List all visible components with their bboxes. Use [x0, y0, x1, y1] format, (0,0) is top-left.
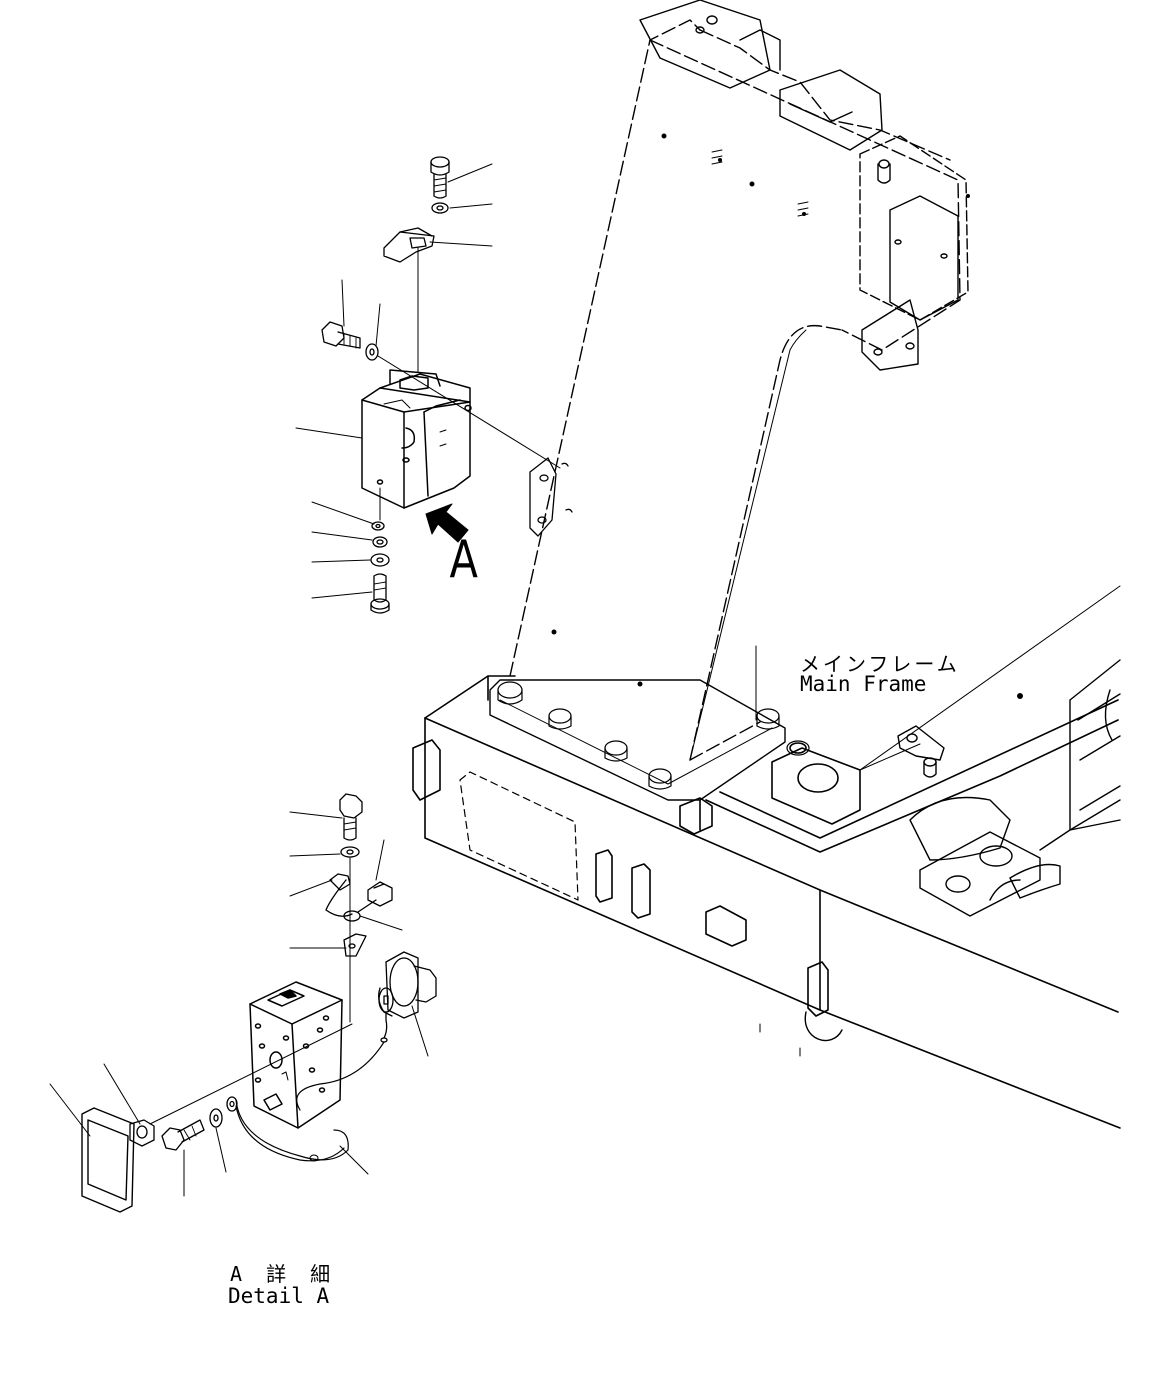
upper-clamp: [383, 227, 435, 263]
column-marks: [711, 149, 809, 217]
lower-nut: [372, 536, 388, 548]
upper-mount-line: [377, 355, 561, 469]
platform-bolts: [497, 681, 810, 790]
lower-washer-1: [371, 521, 385, 531]
detail-washer: [340, 846, 360, 858]
detail-mount-line: [149, 1023, 353, 1125]
view-arrow: [425, 503, 469, 543]
detail-bolt-2: [161, 1119, 205, 1151]
detail-controller-box: [249, 981, 343, 1129]
upper-washer-left: [365, 343, 379, 361]
detail-wire-2: [235, 1105, 345, 1162]
main-frame-label-jp: メインフレーム: [800, 652, 960, 676]
detail-bolt: [339, 793, 363, 841]
upper-bolt-left: [321, 321, 361, 349]
support-column: [509, 19, 961, 761]
detail-harness: [325, 873, 393, 922]
detail-switch: [378, 951, 437, 1043]
detail-leaders: [49, 811, 429, 1197]
upper-washer-top: [431, 202, 449, 214]
upper-bolt-top: [430, 156, 450, 199]
column-mount-bracket: [529, 457, 573, 537]
detail-cap: [129, 1119, 155, 1147]
detail-a-label-jp: A 詳 細: [230, 1262, 337, 1286]
frame-bracket: [859, 725, 945, 778]
detail-plate: [81, 1107, 135, 1213]
lower-washer-2: [370, 553, 390, 567]
right-structure: [909, 659, 1121, 917]
detail-clip: [343, 933, 367, 957]
detail-washer-3: [226, 1096, 238, 1112]
wire-band: [309, 1154, 319, 1162]
controller-box: [361, 369, 472, 509]
lower-bolt: [370, 573, 390, 614]
main-frame-label-en: Main Frame: [800, 672, 927, 696]
main-frame-body: [412, 675, 1121, 1129]
main-frame-leader: [755, 585, 1121, 771]
detail-a-label-en: Detail A: [228, 1284, 330, 1308]
upper-leaders: [295, 163, 493, 599]
detail-washer-2: [209, 1108, 223, 1128]
view-arrow-label: A: [449, 530, 479, 590]
column-top-brackets: [639, 0, 969, 371]
column-holes: [551, 133, 1023, 699]
